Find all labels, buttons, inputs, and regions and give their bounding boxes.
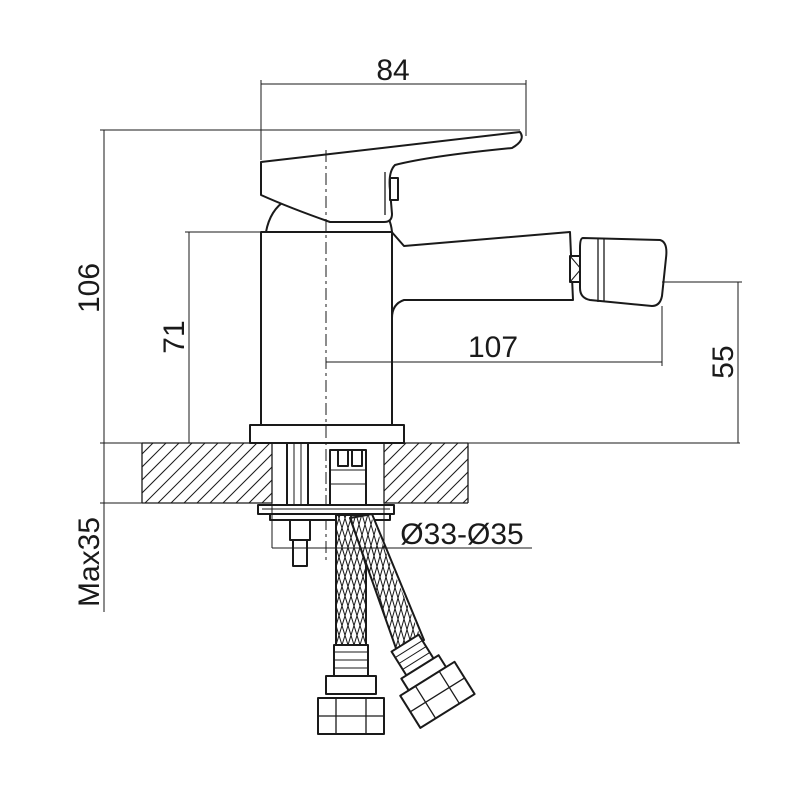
dim-reach-107: 107: [468, 331, 518, 364]
threaded-stud: [289, 519, 311, 541]
dimension-lines: [100, 80, 742, 612]
dim-spout-55: 55: [707, 345, 740, 378]
dim-hole-diameter: Ø33-Ø35: [400, 518, 523, 551]
lever-pin: [389, 177, 399, 201]
dim-max35: Max35: [73, 517, 106, 607]
bidet-nozzle: [569, 237, 668, 307]
supply-hoses: [317, 513, 476, 735]
faucet: [249, 131, 668, 444]
base-ring: [249, 424, 405, 444]
spout: [389, 229, 574, 431]
dim-body-71: 71: [158, 320, 191, 353]
countertop-left-hatch: [142, 443, 272, 503]
countertop-right-hatch: [384, 443, 468, 503]
dim-width-84: 84: [376, 54, 409, 87]
dim-height-106: 106: [73, 263, 106, 313]
